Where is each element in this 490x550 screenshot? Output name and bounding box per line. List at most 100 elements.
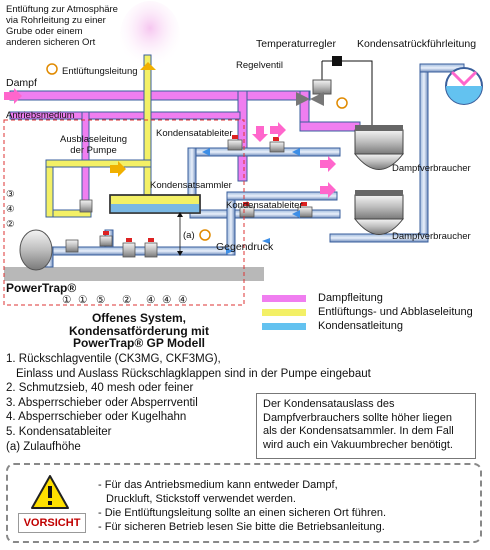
callout-2: ② — [6, 219, 15, 230]
steam-arrow-4 — [320, 182, 336, 198]
steam-consumer-1 — [353, 125, 405, 170]
steam-main-pipe — [9, 90, 311, 101]
valve-handle-6 — [243, 202, 249, 206]
vent-pipe-vertical — [143, 54, 152, 196]
return-riser — [419, 71, 429, 243]
powertrap-pump — [19, 229, 53, 271]
steam-arrow-5 — [252, 126, 268, 142]
label-regelventil: Regelventil — [236, 60, 283, 71]
valve-5 — [269, 141, 285, 153]
floor-slab — [4, 267, 264, 281]
label-ausblaseleitung-2: der Pumpe — [70, 145, 117, 156]
valve-9 — [65, 239, 79, 253]
pressure-gauge-3 — [199, 229, 211, 241]
legend-swatch-condensate — [262, 323, 306, 330]
valve-handle-3 — [148, 238, 154, 242]
callout-bottom-2: ① — [78, 294, 88, 306]
valve-handle-1 — [103, 231, 109, 235]
label-kondensatableiter-top: Kondensatableiter — [156, 128, 233, 139]
label-head-a: (a) — [183, 230, 195, 241]
label-entlueftungsleitung: Entlüftungsleitung — [62, 66, 138, 77]
label-ausblaseleitung: Ausblaseleitung der Pumpe — [60, 134, 127, 156]
condensate-return-pipe — [189, 147, 341, 157]
vent-arrow-1 — [110, 161, 126, 177]
vent-pipe-left-v — [45, 159, 54, 218]
condensate-arrow-1 — [202, 148, 210, 156]
note-5: 5. Kondensatableiter — [6, 425, 112, 438]
discharge-main — [226, 191, 338, 201]
valve-3 — [144, 242, 158, 258]
vent-note-line-1: Entlüftung zur Atmosphäre — [6, 4, 118, 15]
condensate-arrow-2 — [292, 148, 300, 156]
vent-note-line-4: anderen sicheren Ort — [6, 37, 96, 48]
legend-swatch-steam — [262, 295, 306, 302]
info-box: Der Kondensatauslass des Dampfverbrauche… — [256, 393, 476, 459]
caption-line-2: Kondensatförderung mit — [69, 323, 209, 338]
component-notes: 1. Rückschlagventile (CK3MG, CKF3MG), Ei… — [6, 352, 371, 454]
callout-3: ③ — [6, 189, 15, 200]
note-a: (a) Zulaufhöhe — [6, 440, 81, 453]
callout-bottom-5: ④ — [146, 294, 156, 306]
label-kondensatrueckfuehrleitung: Kondensatrückführleitung — [357, 38, 477, 50]
label-gegendruck: Gegendruck — [216, 241, 274, 253]
warning-box: VORSICHT - Für das Antriebsmedium kann e… — [6, 463, 482, 543]
steam-arrow-3 — [320, 156, 336, 172]
warning-line-4: - Für sicheren Betrieb lesen Sie bitte d… — [98, 521, 385, 533]
callout-bottom-3: ⑤ — [96, 294, 106, 306]
warning-icon — [31, 475, 69, 509]
label-kondensatableiter-mid: Kondensatableiter — [226, 200, 303, 211]
steam-arrow-2 — [270, 122, 286, 138]
steam-arrow-1 — [4, 88, 22, 104]
valve-4 — [227, 139, 243, 151]
callout-bottom-6: ④ — [162, 294, 172, 306]
legend-label-condensate: Kondensatleitung — [318, 320, 404, 332]
note-3: 3. Absperrschieber oder Absperrventil — [6, 396, 198, 409]
condensate-arrow-3 — [292, 210, 300, 218]
note-2: 2. Schmutzsieb, 40 mesh oder feiner — [6, 382, 194, 395]
legend-label-vent: Entlüftungs- und Abblaseleitung — [318, 306, 473, 318]
callout-bottom-4: ② — [122, 294, 132, 306]
legend-swatch-vent — [262, 309, 306, 316]
callout-4: ④ — [6, 204, 15, 215]
vorsicht-label: VORSICHT — [18, 513, 86, 533]
callout-bottom-7: ④ — [178, 294, 188, 306]
control-valve — [296, 79, 332, 106]
label-dampfverbraucher-2: Dampfverbraucher — [392, 231, 471, 242]
valve-1 — [99, 235, 113, 247]
vent-pipe-top — [45, 159, 152, 168]
vent-note: Entlüftung zur Atmosphäre via Rohrleitun… — [6, 4, 118, 48]
legend-label-steam: Dampfleitung — [318, 292, 383, 304]
valve-handle-2 — [126, 238, 132, 242]
motive-pipe — [9, 111, 241, 120]
warning-line-2: Druckluft, Stickstoff verwendet werden. — [106, 493, 296, 505]
condensate-arrow-5 — [262, 238, 270, 244]
vent-plume — [120, 1, 180, 69]
note-1: 1. Rückschlagventile (CK3MG, CKF3MG), — [6, 353, 221, 365]
temperature-controller — [332, 56, 342, 66]
label-dampf: Dampf — [6, 77, 37, 89]
vent-note-line-3: Grube oder einem — [6, 26, 83, 37]
caption-line-3: PowerTrap® GP Modell — [73, 336, 205, 350]
valve-handle-4 — [232, 135, 238, 139]
valve-8 — [79, 199, 93, 213]
vent-note-line-2: via Rohrleitung zu einer — [6, 15, 106, 26]
vent-arrow-2 — [140, 62, 156, 70]
callout-bottom-1: ① — [62, 294, 72, 306]
note-4: 4. Absperrschieber oder Kugelhahn — [6, 411, 187, 424]
steam-branch-pipe-2 — [237, 90, 248, 182]
warning-line-3: - Die Entlüftungsleitung sollte an einen… — [98, 507, 386, 519]
steam-vessel-pipe — [299, 121, 361, 132]
valve-6 — [239, 206, 255, 218]
condensate-arrow-4 — [226, 248, 234, 254]
pressure-gauge-2 — [336, 97, 348, 109]
warning-line-1: - Für das Antriebsmedium kann entweder D… — [98, 479, 338, 491]
diagram-caption: Offenes System, Kondensatförderung mit P… — [34, 312, 244, 350]
valve-2 — [122, 242, 136, 258]
warning-text: - Für das Antriebsmedium kann entweder D… — [98, 478, 386, 534]
label-dampfverbraucher-1: Dampfverbraucher — [392, 163, 471, 174]
label-temperaturregler: Temperaturregler — [256, 38, 336, 50]
label-ausblaseleitung-1: Ausblaseleitung — [60, 134, 128, 145]
label-powertrap: PowerTrap® — [6, 281, 77, 295]
valve-handle-5 — [273, 137, 279, 141]
